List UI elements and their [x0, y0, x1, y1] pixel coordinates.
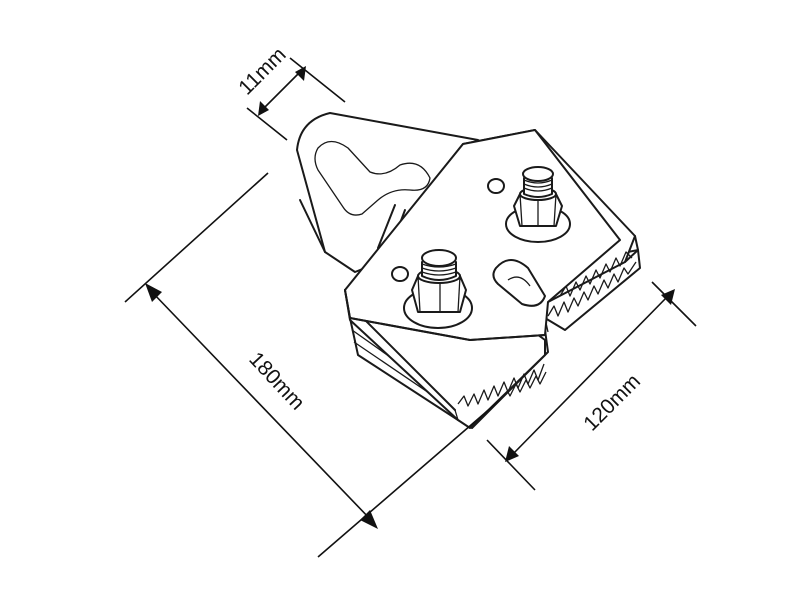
arrowhead-11mm-end [295, 66, 306, 81]
hook-slot [314, 140, 431, 216]
rear-jaw-teeth [547, 261, 637, 317]
label-180mm: 180mm [244, 348, 309, 415]
arrowhead-120mm-start [505, 446, 519, 462]
bolt-left [403, 249, 473, 329]
front-block-teeth [457, 363, 545, 407]
pin-hole-left [391, 266, 409, 282]
arrowhead-120mm-end [661, 289, 675, 305]
arrowhead-11mm-start [258, 101, 269, 116]
pin-hole-right [487, 178, 505, 194]
arrowhead-180mm-end [360, 510, 378, 529]
jaw-notch [492, 259, 546, 307]
label-11mm: 11mm [234, 43, 290, 99]
label-120mm: 120mm [579, 370, 645, 436]
bolt-right [505, 166, 571, 243]
arrowhead-180mm-start [145, 283, 162, 302]
upper-jaw-teeth [559, 251, 633, 297]
